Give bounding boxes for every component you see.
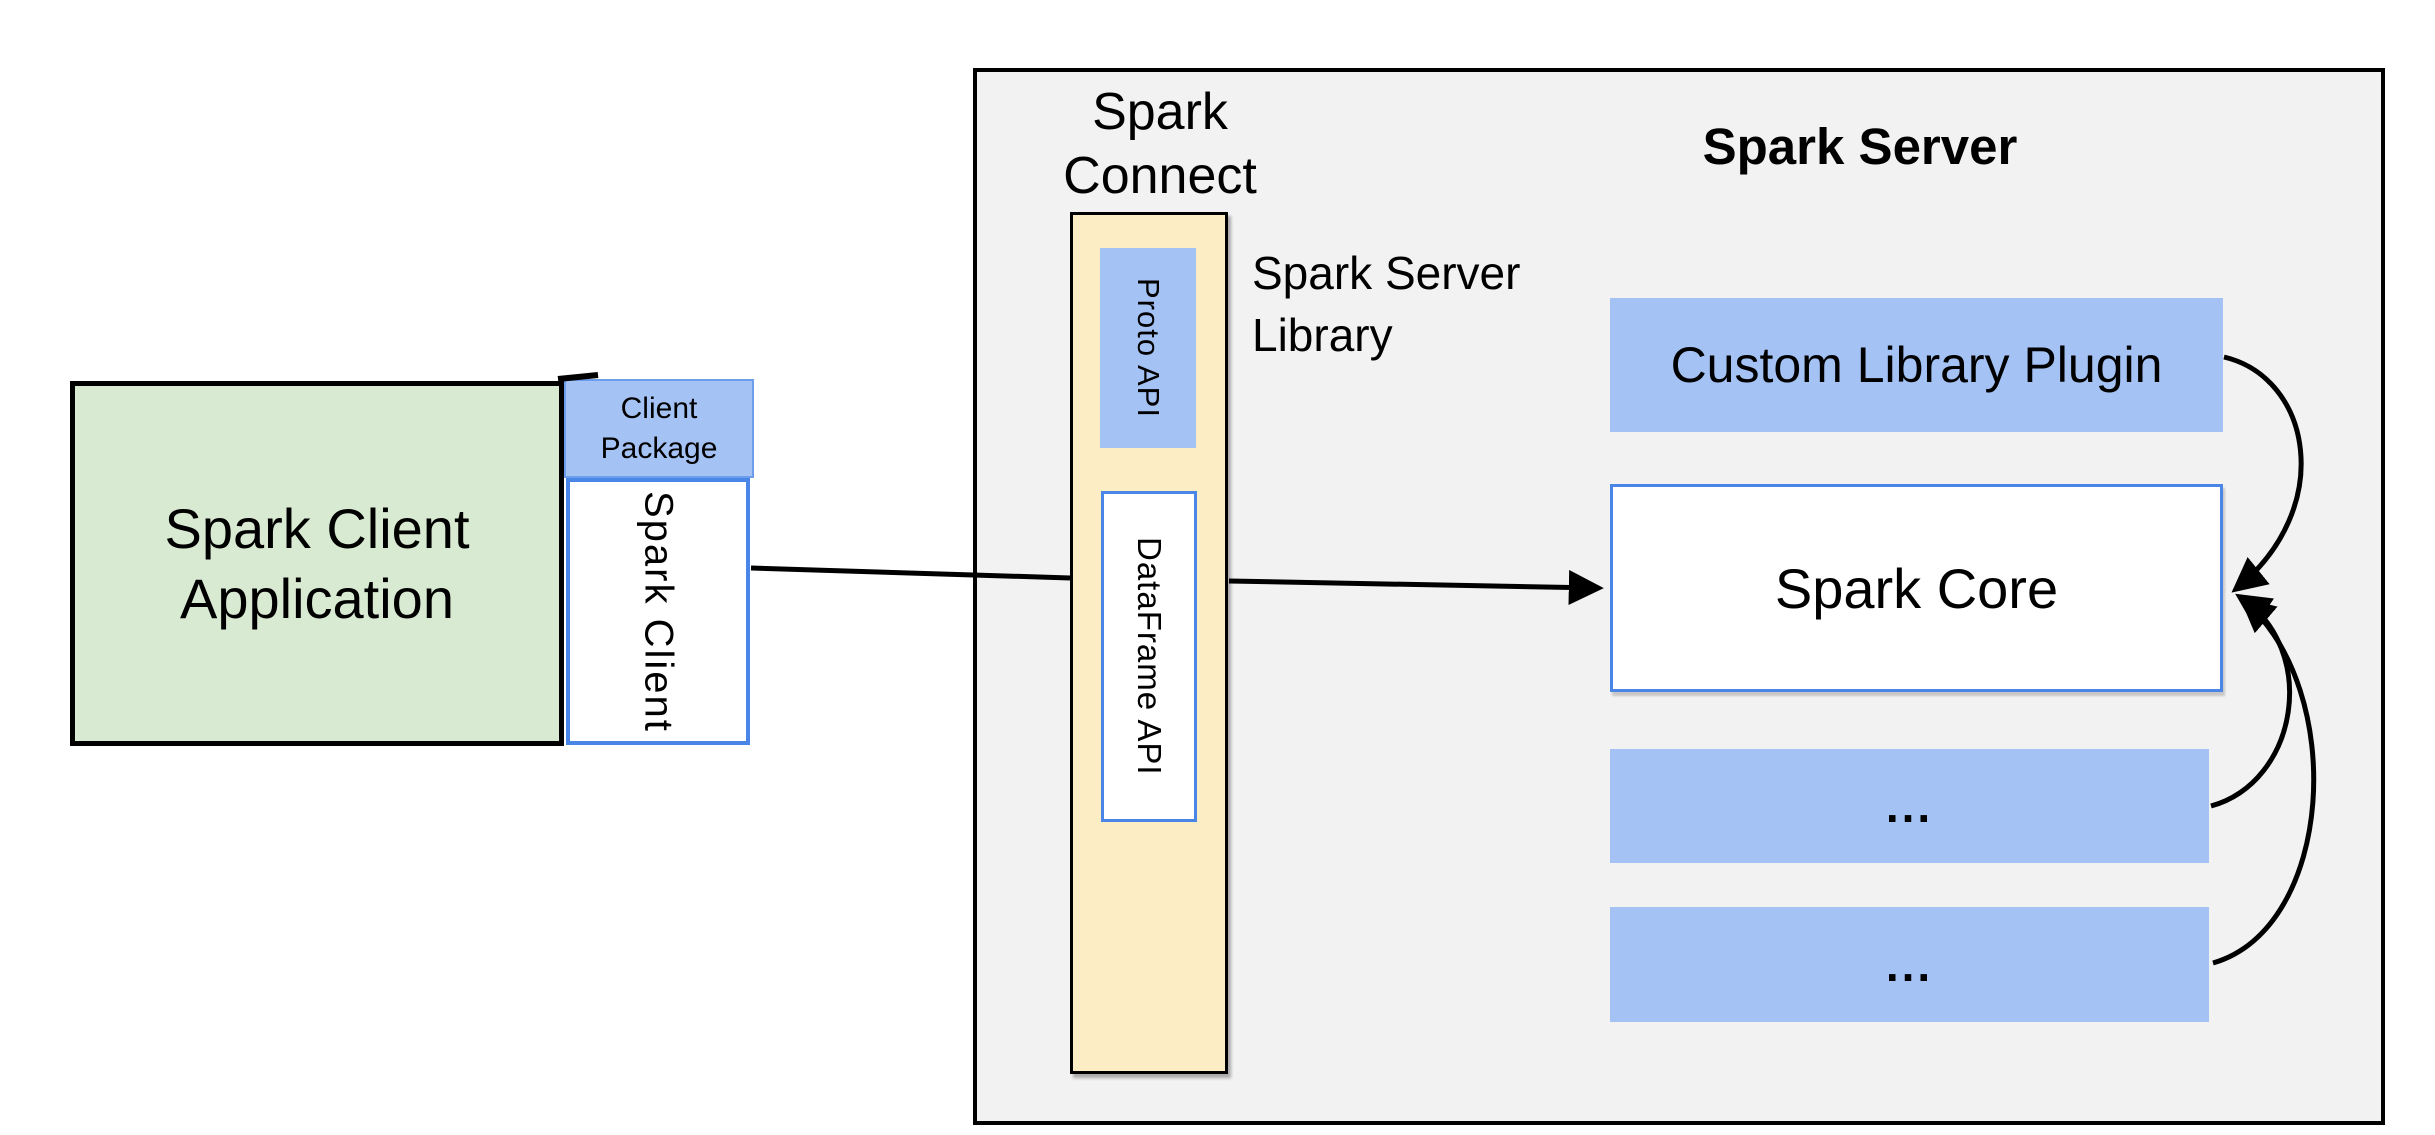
spark-server-title: Spark Server: [1702, 118, 2018, 175]
dataframe-api-box: DataFrame API: [1101, 491, 1197, 822]
dataframe-api-label: DataFrame API: [1131, 537, 1168, 776]
spark-client-application-label: Spark Client Application: [164, 496, 470, 630]
ellipsis-label: ...: [1885, 938, 1934, 991]
custom-library-plugin-box: Custom Library Plugin: [1610, 298, 2223, 432]
ellipsis-label: ...: [1885, 780, 1934, 832]
plugin-placeholder-box-1: ...: [1610, 749, 2209, 863]
spark-client-application-box: Spark Client Application: [70, 381, 564, 746]
client-package-box: Client Package: [564, 379, 754, 478]
spark-core-label: Spark Core: [1774, 556, 2059, 620]
proto-api-box: Proto API: [1100, 248, 1196, 448]
proto-api-label: Proto API: [1131, 278, 1166, 418]
custom-library-plugin-label: Custom Library Plugin: [1670, 337, 2163, 393]
spark-client-label: Spark Client: [636, 490, 681, 733]
plugin-placeholder-box-2: ...: [1610, 907, 2209, 1022]
spark-server-library-caption: Spark Server Library: [1252, 247, 1521, 361]
spark-core-box: Spark Core: [1610, 484, 2223, 692]
client-package-label: Client Package: [600, 391, 718, 465]
spark-client-box: Spark Client: [566, 478, 750, 745]
